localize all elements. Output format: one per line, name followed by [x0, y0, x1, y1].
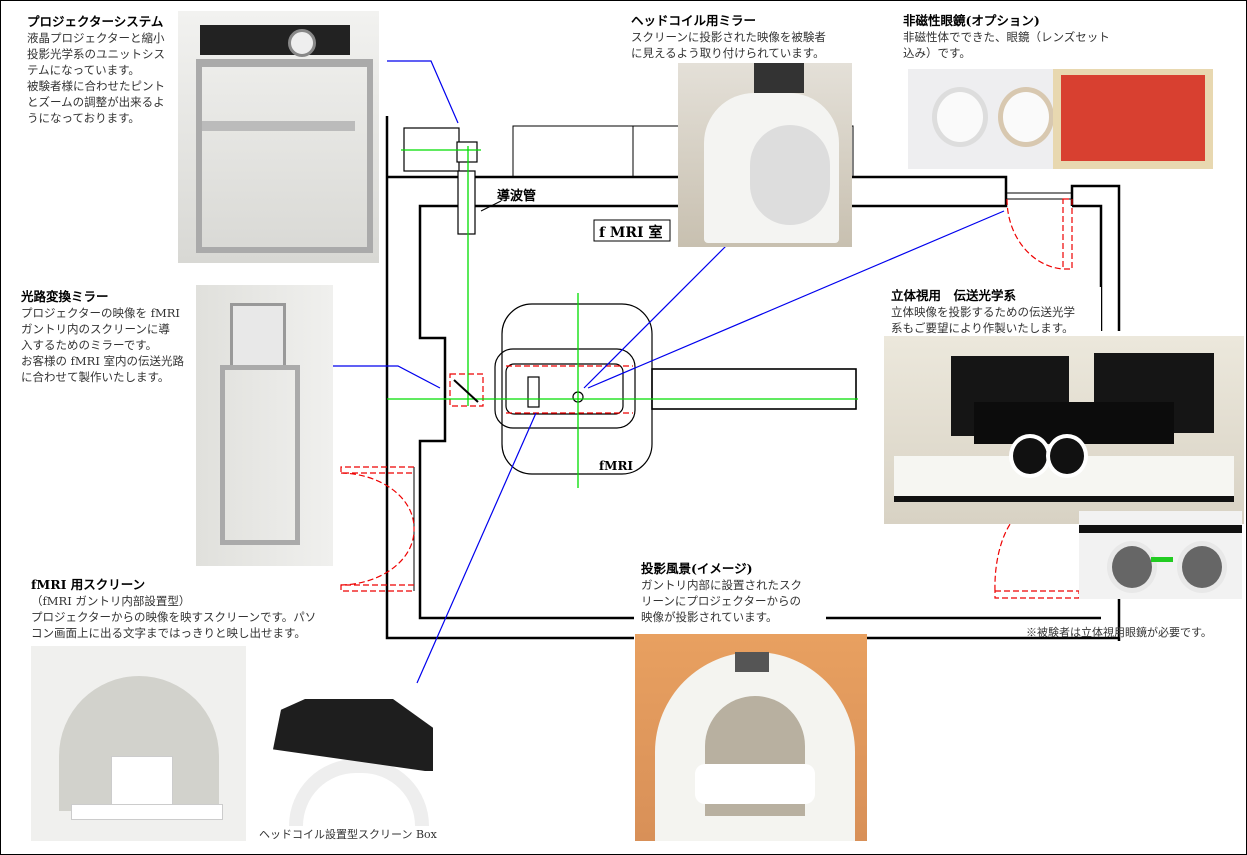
- projector-photo: [178, 11, 379, 263]
- text-line: 投影光学系のユニットシス: [27, 47, 165, 61]
- stereo-glasses-photo: [1079, 511, 1242, 599]
- screen-subtitle: （fMRI ガントリ内部設置型）: [31, 594, 191, 608]
- text-line: 系もご要望により作製いたします。: [891, 321, 1074, 335]
- text-line: ガントリ内のスクリーンに導: [21, 322, 170, 336]
- fmri-room-label: f MRI 室: [599, 225, 663, 241]
- projection-scene-photo: [635, 634, 867, 841]
- headcoil-description: ヘッドコイル用ミラー スクリーンに投影された映像を被験者 に見えるよう取り付けら…: [631, 12, 861, 61]
- doors: [340, 198, 1080, 599]
- screen-box-caption: ヘッドコイル設置型スクリーン Box: [259, 828, 437, 841]
- stereo-optics-photo: [884, 336, 1244, 524]
- screen-title: fMRI 用スクリーン: [31, 577, 146, 592]
- text-line: コン画面上に出る文字まではっきりと映し出せます。: [31, 626, 306, 640]
- text-line: スクリーンに投影された映像を被験者: [631, 30, 826, 44]
- stereo-title: 立体視用 伝送光学系: [891, 288, 1017, 303]
- text-line: プロジェクターからの映像を映すスクリーンです。パソ: [31, 610, 317, 624]
- stereo-glasses-note: ※被験者は立体視用眼鏡が必要です。: [1026, 626, 1212, 639]
- projector-title: プロジェクターシステム: [27, 14, 164, 29]
- screen-box-photo: [269, 691, 436, 826]
- text-line: 映像が投影されています。: [641, 610, 778, 624]
- screen-photo: [31, 646, 246, 841]
- waveguide-label: 導波管: [497, 189, 537, 204]
- text-line: リーンにプロジェクターからの: [641, 594, 801, 608]
- nonmagnetic-glasses-photo: [908, 69, 1053, 169]
- text-line: うになっております。: [27, 111, 140, 125]
- mri-gantry: [494, 303, 857, 475]
- screen-description: fMRI 用スクリーン （fMRI ガントリ内部設置型） プロジェクターからの映…: [31, 576, 331, 641]
- mirror-title: 光路変換ミラー: [21, 289, 109, 304]
- text-line: プロジェクターの映像を fMRI: [21, 306, 180, 320]
- mirror-description: 光路変換ミラー プロジェクターの映像を fMRI ガントリ内のスクリーンに導 入…: [21, 288, 196, 385]
- text-line: 立体映像を投影するための伝送光学: [891, 305, 1075, 319]
- text-line: テムになっています。: [27, 63, 140, 77]
- text-line: とズームの調整が出来るよ: [27, 95, 165, 109]
- projector-description: プロジェクターシステム 液晶プロジェクターと縮小 投影光学系のユニットシス テム…: [27, 13, 177, 126]
- text-line: に合わせて製作いたします。: [21, 370, 170, 384]
- glasses-title: 非磁性眼鏡(オプション): [903, 13, 1040, 28]
- text-line: 非磁性体でできた、眼鏡（レンズセット: [903, 30, 1110, 44]
- headcoil-photo: [678, 63, 852, 247]
- leader-lines: [333, 60, 1005, 684]
- scene-description: 投影風景(イメージ) ガントリ内部に設置されたスク リーンにプロジェクターからの…: [641, 560, 826, 625]
- text-line: ガントリ内部に設置されたスク: [641, 578, 802, 592]
- lens-set-photo: [1053, 69, 1213, 169]
- waveguide-arrow: [480, 200, 502, 212]
- text-line: 入するためのミラーです。: [21, 338, 158, 352]
- mri-label: fMRI: [599, 459, 634, 473]
- stereo-description: 立体視用 伝送光学系 立体映像を投影するための伝送光学 系もご要望により作製いた…: [891, 287, 1101, 336]
- mirror-stand-photo: [196, 285, 333, 566]
- headcoil-title: ヘッドコイル用ミラー: [631, 13, 757, 28]
- optical-path: [387, 146, 858, 488]
- text-line: 込み）です。: [903, 46, 971, 60]
- text-line: 被験者様に合わせたピント: [27, 79, 165, 93]
- room-label-box: [593, 219, 671, 242]
- glasses-description: 非磁性眼鏡(オプション) 非磁性体でできた、眼鏡（レンズセット 込み）です。: [903, 12, 1143, 61]
- text-line: 液晶プロジェクターと縮小: [27, 31, 165, 45]
- mirror-symbol: [453, 379, 479, 403]
- scene-title: 投影風景(イメージ): [641, 561, 753, 576]
- text-line: に見えるよう取り付けられています。: [631, 46, 825, 60]
- text-line: お客様の fMRI 室内の伝送光路: [21, 354, 185, 368]
- projector-unit: [403, 127, 478, 235]
